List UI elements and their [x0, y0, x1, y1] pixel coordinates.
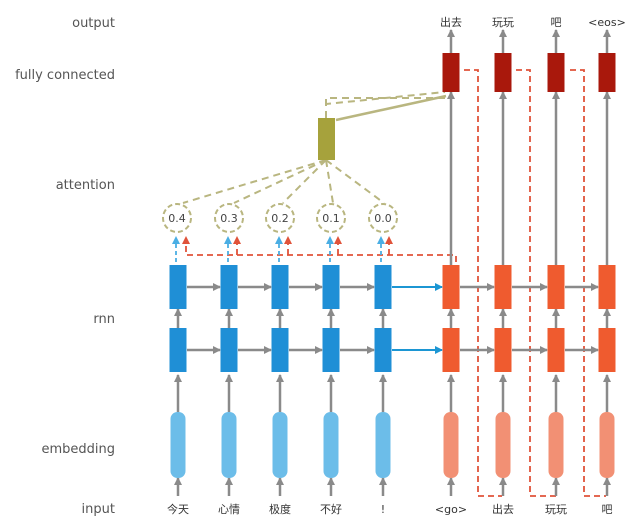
fc-block — [547, 53, 565, 92]
decoder-output-token: 玩玩 — [492, 16, 514, 29]
decoder-input-token: 吧 — [602, 503, 613, 516]
rnn-block-lower — [271, 328, 289, 372]
decoder-input-token: <go> — [435, 503, 467, 516]
encoder-input-token: 极度 — [269, 502, 291, 516]
rnn-block-upper — [374, 265, 392, 309]
output-feedback-loops — [464, 69, 606, 497]
fc-block — [494, 53, 512, 92]
rnn-block-lower — [442, 328, 460, 372]
horizontal-arrows — [187, 283, 599, 354]
attention-context-line — [335, 94, 447, 122]
attention-weight-node: 0.3 — [214, 203, 244, 233]
attention-dashed-lines — [182, 91, 446, 204]
row-label-embedding: embedding — [41, 442, 115, 457]
rnn-block-lower — [322, 328, 340, 372]
row-label-output: output — [72, 16, 115, 31]
rnn-block-lower — [220, 328, 238, 372]
attention-weight-node: 0.2 — [265, 203, 295, 233]
rnn-block-lower — [494, 328, 512, 372]
attention-weight-node: 0.0 — [368, 203, 398, 233]
rnn-layer — [169, 265, 616, 372]
encoder-input-token: 不好 — [320, 502, 342, 516]
rnn-block-upper — [442, 265, 460, 309]
encoder-input-token: 今天 — [167, 502, 189, 516]
rnn-block-lower — [547, 328, 565, 372]
embedding-block — [170, 412, 186, 478]
embedding-block — [221, 412, 237, 478]
row-label-rnn: rnn — [93, 312, 115, 327]
decoder-input-token: 出去 — [492, 502, 514, 516]
attention-weight-node: 0.1 — [316, 203, 346, 233]
rnn-block-upper — [322, 265, 340, 309]
attention-node — [318, 118, 335, 160]
decoder-state-feedback-lines — [185, 244, 457, 262]
rnn-block-upper — [494, 265, 512, 309]
embedding-block — [599, 412, 615, 478]
embedding-block — [272, 412, 288, 478]
decoder-output-token: 出去 — [440, 15, 462, 29]
row-label-attention: attention — [56, 178, 115, 193]
attention-weight-value: 0.3 — [220, 212, 238, 225]
input-tokens: 今天 心情 极度 不好! <go> 出去 玩玩 吧 — [167, 502, 613, 516]
encoder-weight-arrowheads — [172, 236, 385, 244]
fc-block — [442, 53, 460, 92]
attention-weight-node: 0.4 — [162, 203, 192, 233]
attention-weight-value: 0.0 — [374, 212, 392, 225]
encoder-input-token: ! — [381, 503, 385, 516]
attention-weights: 0.4 0.3 0.2 0.1 0.0 — [162, 203, 398, 233]
feedback-arrowheads — [182, 236, 393, 244]
row-label-input: input — [82, 502, 115, 517]
rnn-block-upper — [598, 265, 616, 309]
fully-connected-layer — [442, 53, 616, 92]
attention-weight-value: 0.1 — [322, 212, 340, 225]
attention-weight-value: 0.4 — [168, 212, 186, 225]
decoder-output-token: 吧 — [551, 16, 562, 29]
decoder-input-token: 玩玩 — [545, 503, 567, 516]
embedding-block — [375, 412, 391, 478]
attention-weight-value: 0.2 — [271, 212, 289, 225]
row-labels: output fully connected attention rnn emb… — [15, 16, 115, 517]
fc-block — [598, 53, 616, 92]
embedding-layer — [170, 412, 615, 478]
vertical-arrows — [174, 29, 611, 496]
encoder-input-token: 心情 — [218, 503, 240, 516]
embedding-block — [323, 412, 339, 478]
encoder-to-weight-lines — [175, 244, 382, 262]
rnn-block-lower — [598, 328, 616, 372]
rnn-block-upper — [547, 265, 565, 309]
embedding-block — [495, 412, 511, 478]
embedding-block — [548, 412, 564, 478]
row-label-fully-connected: fully connected — [15, 68, 115, 83]
decoder-output-token: <eos> — [588, 16, 626, 29]
rnn-block-lower — [169, 328, 187, 372]
rnn-block-lower — [374, 328, 392, 372]
embedding-block — [443, 412, 459, 478]
rnn-block-upper — [169, 265, 187, 309]
rnn-block-upper — [220, 265, 238, 309]
output-tokens: 出去 玩玩 吧 <eos> — [440, 15, 626, 29]
rnn-block-upper — [271, 265, 289, 309]
